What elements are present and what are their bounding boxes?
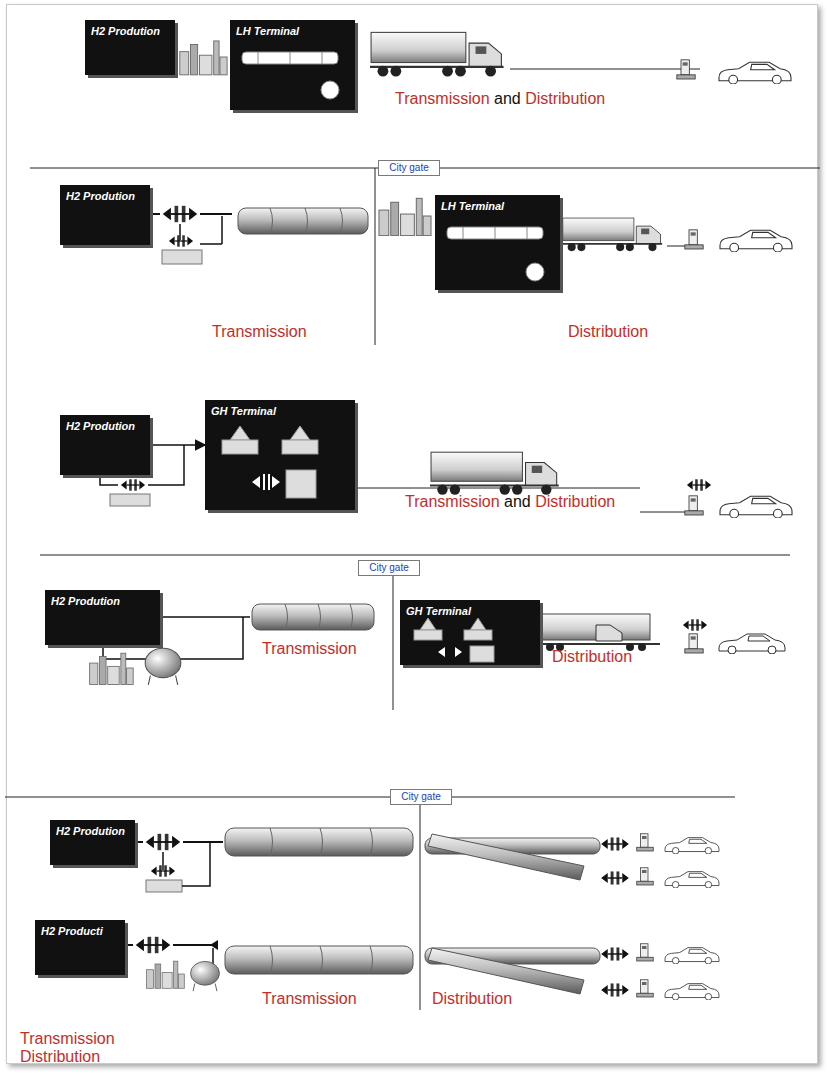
node-text: H2 Producti (41, 925, 119, 938)
stage-label: Transmission and Distribution (395, 90, 605, 108)
facility-box: H2 Prodution (60, 185, 150, 245)
stage-label: Distribution (432, 990, 512, 1008)
facility-box: GH Terminal (205, 400, 355, 510)
facility-box: H2 Producti (35, 920, 125, 975)
stage-label: Transmission (212, 323, 307, 341)
facility-box: H2 Prodution (60, 415, 150, 475)
node-text: GH Terminal (406, 605, 534, 618)
node-text: GH Terminal (211, 405, 349, 418)
facility-box: H2 Prodution (45, 590, 160, 645)
stage-label: Transmission (262, 640, 357, 658)
node-text: H2 Prodution (66, 420, 144, 433)
stage-label: Distribution (568, 323, 648, 341)
node-text: H2 Prodution (91, 25, 169, 38)
city-gate-box: City gate (390, 789, 452, 805)
facility-box: LH Terminal (435, 195, 560, 290)
node-text: LH Terminal (236, 25, 349, 38)
stage-label-word: Transmission (395, 90, 490, 107)
node-text: City gate (363, 562, 415, 573)
city-gate-box: City gate (358, 560, 420, 576)
stage-label-word: Distribution (568, 323, 648, 340)
node-text: H2 Prodution (56, 825, 129, 838)
city-gate-box: City gate (378, 160, 440, 176)
stage-label: Transmission (20, 1030, 115, 1048)
stage-label-word: Transmission (212, 323, 307, 340)
node-text: H2 Prodution (51, 595, 154, 608)
node-text: City gate (383, 162, 435, 173)
flow-arrow (150, 444, 205, 446)
stage-label-word: Distribution (525, 90, 605, 107)
stage-label-word: Transmission (405, 493, 500, 510)
node-text: H2 Prodution (66, 190, 144, 203)
stage-label-word: Transmission (262, 990, 357, 1007)
facility-box: H2 Prodution (85, 20, 175, 75)
stage-label: Distribution (20, 1048, 100, 1066)
stage-label-word: and (494, 90, 521, 107)
stage-label-word: and (504, 493, 531, 510)
stage-label-word: Distribution (535, 493, 615, 510)
node-text: LH Terminal (441, 200, 554, 213)
node-text: City gate (395, 791, 447, 802)
facility-box: LH Terminal (230, 20, 355, 110)
stage-label-word: Distribution (432, 990, 512, 1007)
facility-box: GH Terminal (400, 600, 540, 665)
stage-label: Transmission and Distribution (405, 493, 615, 511)
stage-label-word: Distribution (552, 648, 632, 665)
facility-box: H2 Prodution (50, 820, 135, 865)
stage-label: Distribution (552, 648, 632, 666)
stage-label-word: Transmission (262, 640, 357, 657)
stage-label: Transmission (262, 990, 357, 1008)
